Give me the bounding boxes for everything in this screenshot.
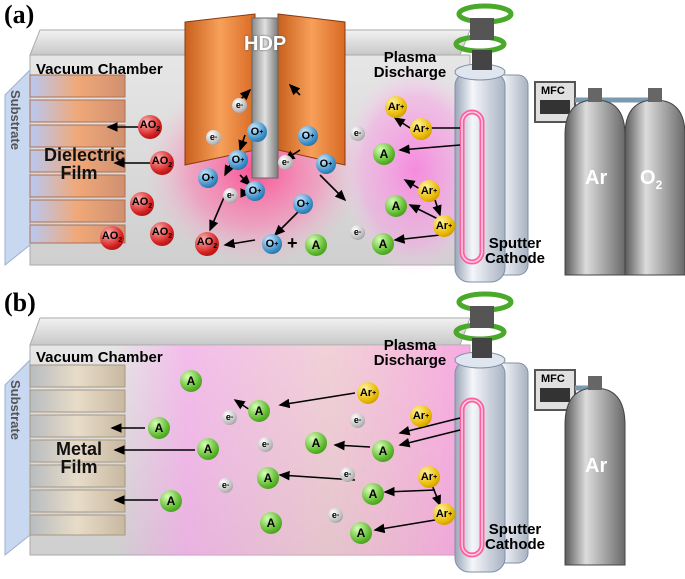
metal-atom: A (385, 195, 407, 217)
oxygen-ion: O+ (316, 154, 336, 174)
panel-b-tag: (b) (4, 288, 36, 317)
argon-ion: Ar+ (418, 180, 440, 202)
panel-a-tag: (a) (4, 0, 35, 29)
dielectric-film-layers (29, 74, 126, 244)
substrate-label-a: Substrate (8, 90, 23, 150)
electron: e- (350, 126, 365, 141)
tank-o2-label-a: O2 (640, 167, 663, 192)
oxygen-ion: O+ (262, 234, 282, 254)
metal-film-label: Metal Film (55, 439, 102, 477)
panel-b-graphics (4, 291, 626, 573)
argon-ion: Ar+ (433, 215, 455, 237)
oxide-molecule: AO2 (100, 226, 124, 250)
metal-atom: A (160, 490, 182, 512)
tank-ar-label-b: Ar (585, 455, 608, 477)
electron: e- (222, 410, 237, 425)
oxygen-ion: O+ (298, 126, 318, 146)
electron: e- (206, 130, 221, 145)
plasma-discharge-label-a: Plasma Discharge (373, 49, 447, 81)
argon-ion: Ar+ (410, 405, 432, 427)
hdp-rod (251, 17, 279, 179)
vacuum-chamber-label-b: Vacuum Chamber (36, 349, 163, 366)
metal-atom: A (372, 440, 394, 462)
oxygen-ion: O+ (198, 168, 218, 188)
tank-ar-label-a: Ar (585, 167, 608, 189)
oxide-molecule: AO2 (150, 222, 174, 246)
metal-atom: A (148, 417, 170, 439)
metal-atom: A (305, 432, 327, 454)
hdp-label: HDP (244, 33, 287, 55)
metal-atom: A (180, 370, 202, 392)
substrate-label-b: Substrate (8, 380, 23, 440)
metal-atom: A (362, 483, 384, 505)
electron: e- (350, 225, 365, 240)
argon-ion: Ar+ (418, 466, 440, 488)
electron: e- (278, 155, 293, 170)
metal-atom: A (373, 143, 395, 165)
dielectric-film-label: Dielectric Film (44, 145, 126, 183)
substrate-a (4, 68, 31, 267)
oxygen-ion: O+ (245, 181, 265, 201)
flow-arrows-b (110, 392, 461, 534)
sputter-cathode-label-b: Sputter Cathode (485, 521, 545, 553)
metal-atom: A (248, 400, 270, 422)
metal-atom: A (260, 512, 282, 534)
oxygen-ion: O+ (293, 194, 313, 214)
argon-ion: Ar+ (433, 503, 455, 525)
electron: e- (232, 98, 247, 113)
argon-ion: Ar+ (385, 96, 407, 118)
oxide-molecule: AO2 (150, 151, 174, 175)
sputter-cathode-label-a: Sputter Cathode (485, 235, 545, 267)
oxide-molecule: AO2 (195, 232, 219, 256)
plus-sign: + (287, 233, 298, 253)
metal-film-layers (29, 364, 126, 536)
oxygen-ion: O+ (247, 122, 267, 142)
metal-atom: A (372, 233, 394, 255)
mfc-label-a: MFC (541, 85, 565, 97)
oxygen-ion: O+ (228, 150, 248, 170)
electron: e- (350, 413, 365, 428)
metal-atom: A (257, 467, 279, 489)
electron: e- (328, 508, 343, 523)
vacuum-chamber-label-a: Vacuum Chamber (36, 61, 163, 78)
metal-atom: A (350, 522, 372, 544)
argon-ion: Ar+ (410, 118, 432, 140)
metal-atom: A (197, 438, 219, 460)
electron: e- (258, 437, 273, 452)
argon-ion: Ar+ (357, 382, 379, 404)
plasma-discharge-label-b: Plasma Discharge (373, 337, 447, 369)
oxide-molecule: AO2 (130, 192, 154, 216)
electron: e- (340, 467, 355, 482)
oxide-molecule: AO2 (138, 115, 162, 139)
electron: e- (223, 188, 238, 203)
metal-atom: A (305, 234, 327, 256)
electron: e- (218, 478, 233, 493)
mfc-label-b: MFC (541, 373, 565, 385)
